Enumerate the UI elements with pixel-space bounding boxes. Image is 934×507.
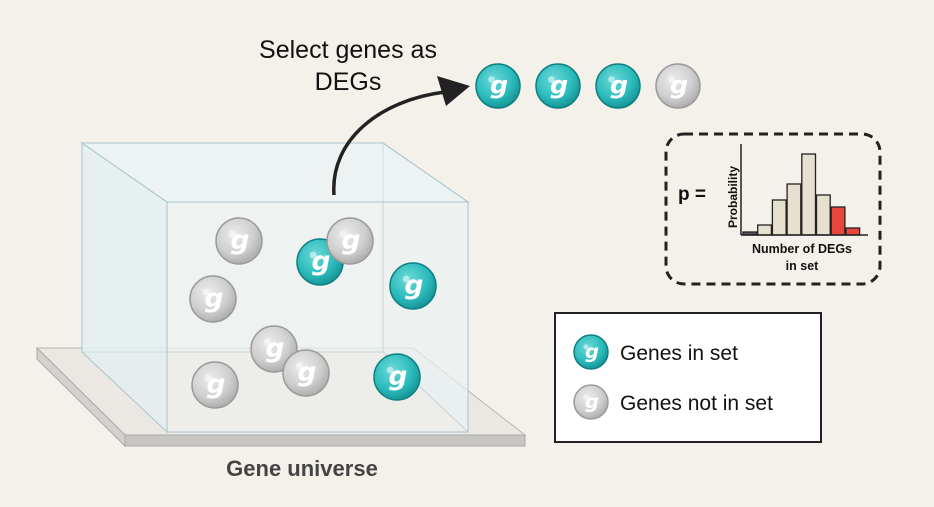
gene-in-set-icon: g [475, 63, 521, 109]
pvalue-panel: p = Probability Number of DEGs in set [664, 132, 882, 286]
svg-text:g: g [490, 71, 508, 100]
pvalue-prefix: p = [678, 184, 706, 205]
gene-in-set-icon: g [595, 63, 641, 109]
svg-text:g: g [389, 361, 408, 392]
svg-text:g: g [670, 71, 688, 100]
gene-not-in-set-icon: g [655, 63, 701, 109]
select-arrow [332, 90, 446, 196]
svg-text:g: g [266, 333, 285, 364]
histogram-xlabel-line1: Number of DEGs [752, 242, 852, 256]
svg-text:g: g [298, 357, 317, 388]
histogram-bar [757, 224, 773, 236]
universe-label: Gene universe [226, 456, 378, 481]
histogram-bar [771, 199, 787, 236]
histogram-bar [815, 194, 831, 236]
svg-text:g: g [205, 283, 224, 314]
gene-not-in-set-icon: g [191, 361, 239, 409]
svg-text:g: g [550, 71, 568, 100]
histogram-ylabel: Probability [726, 166, 740, 228]
histogram-xlabel-line2: in set [786, 259, 819, 273]
svg-text:g: g [585, 390, 599, 413]
svg-text:g: g [231, 225, 250, 256]
histogram-bars [742, 153, 861, 236]
gene-not-in-set-icon: g [189, 275, 237, 323]
gene-not-in-set-icon: g [573, 384, 609, 420]
arrowhead-icon [437, 76, 470, 106]
histogram-bar [801, 153, 817, 236]
gene-not-in-set-icon: g [282, 349, 330, 397]
gene-not-in-set-icon: g [250, 325, 298, 373]
legend-not-in-set: Genes not in set [620, 392, 773, 415]
gene-in-set-icon: g [573, 334, 609, 370]
gene-in-set-icon: g [535, 63, 581, 109]
svg-text:g: g [610, 71, 628, 100]
gene-not-in-set-icon: g [326, 217, 374, 265]
title-line2: DEGs [315, 68, 382, 96]
histogram-bar [786, 183, 802, 236]
svg-text:g: g [342, 225, 361, 256]
gene-in-set-icon: g [389, 262, 437, 310]
svg-text:g: g [585, 340, 599, 363]
title-line1: Select genes as [259, 36, 437, 64]
gene-in-set-icon: g [373, 353, 421, 401]
svg-text:g: g [207, 369, 226, 400]
gene-not-in-set-icon: g [215, 217, 263, 265]
legend: g g Genes in set Genes not in set [554, 312, 822, 443]
histogram-bar-highlighted [830, 206, 846, 236]
svg-text:g: g [405, 270, 424, 301]
svg-text:g: g [312, 246, 331, 277]
legend-in-set: Genes in set [620, 342, 738, 365]
histogram-bar-highlighted [845, 227, 861, 236]
